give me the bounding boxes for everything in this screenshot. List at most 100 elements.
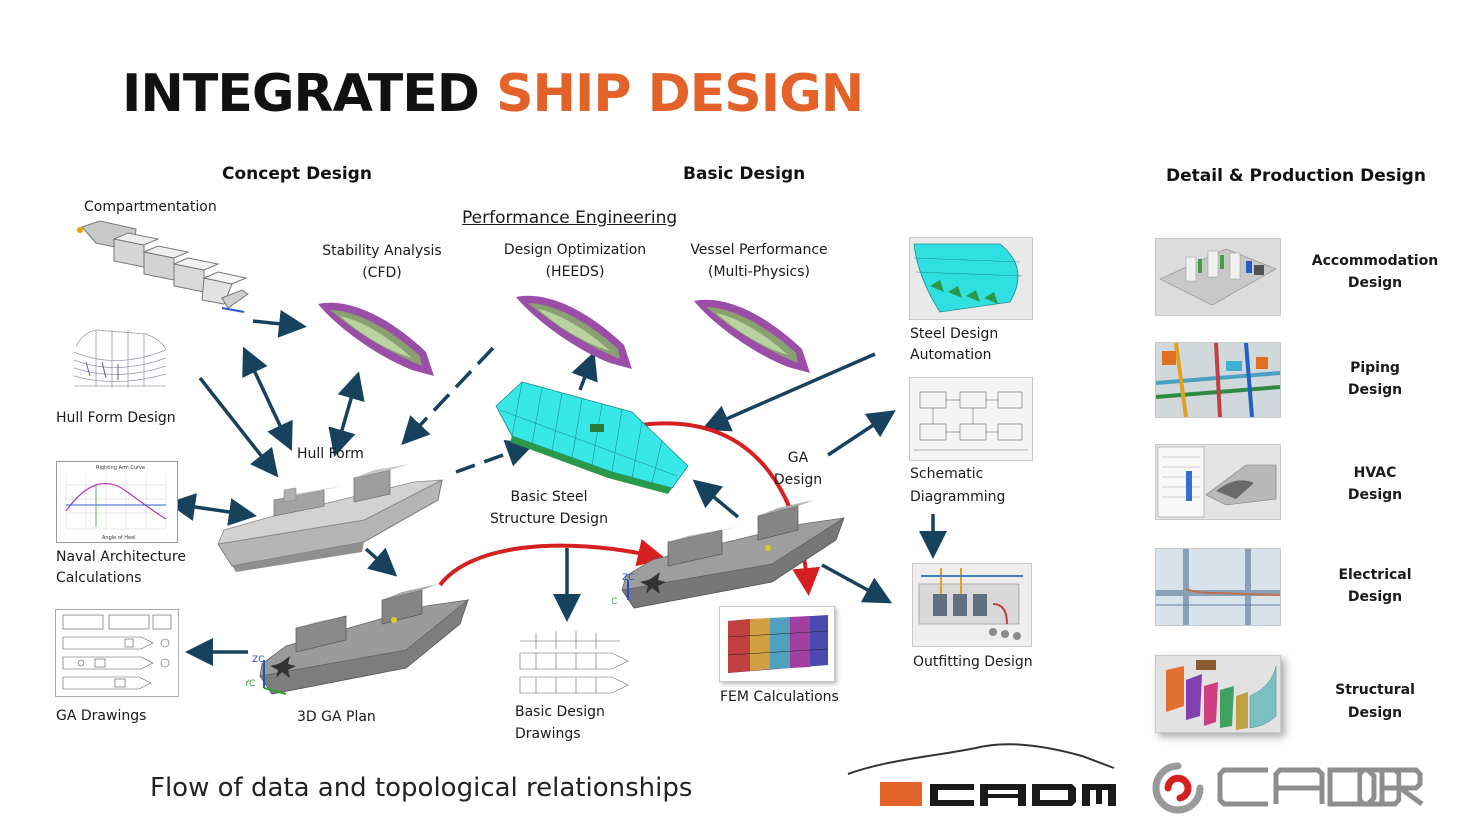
detail-hvac-line-2: Design: [1347, 487, 1403, 503]
basic-design-header: Basic Design: [683, 164, 806, 184]
detail-label-piping: Piping Design: [1304, 357, 1446, 401]
schematic-diagramming-image: [909, 377, 1033, 461]
svg-text:ZC: ZC: [252, 655, 264, 665]
cador-logo: [1152, 762, 1424, 814]
righting-arm-chart-title: Righting Arm Curve: [96, 465, 145, 471]
optimization-line-2: (HEEDS): [545, 264, 605, 280]
schematic-line-2: Diagramming: [910, 489, 1006, 505]
vessel-line-1: Vessel Performance: [690, 242, 828, 258]
ga-design-line-1: GA: [787, 450, 809, 466]
naval-architecture-line-1: Naval Architecture: [56, 549, 186, 565]
cfd-hull-image: [318, 302, 434, 376]
detail-accommodation-line-2: Design: [1347, 275, 1403, 291]
arrow-navalarch-hullform: [167, 493, 257, 526]
arrow-steelauto-steel: [701, 352, 876, 432]
arrow-hullform-steel: [455, 439, 535, 474]
detail-piping-line-1: Piping: [1350, 360, 1400, 376]
page-title: INTEGRATED SHIP DESIGN: [122, 64, 864, 124]
detail-structural-line-2: Design: [1347, 705, 1403, 721]
arrow-compartment-to-cfd: [252, 309, 307, 338]
steel-auto-line-2: Automation: [910, 347, 992, 363]
hull-form-lines-image: [73, 329, 167, 388]
stability-line-1: Stability Analysis: [322, 243, 442, 259]
basic-drawings-line-2: Drawings: [515, 726, 581, 742]
vessel-performance-label: Vessel Performance (Multi-Physics): [684, 239, 834, 283]
basic-steel-line-1: Basic Steel: [510, 489, 588, 505]
piping-design-image: [1155, 342, 1281, 418]
optimization-line-1: Design Optimization: [503, 242, 647, 258]
cadm-logo: [847, 743, 1116, 806]
svg-text:ZC: ZC: [622, 573, 634, 583]
detail-label-hvac: HVAC Design: [1304, 462, 1446, 506]
title-part-1: INTEGRATED: [122, 64, 480, 124]
arrow-hullformdesign-hullform: [198, 376, 279, 478]
outfitting-design-label: Outfitting Design: [913, 654, 1033, 670]
basic-design-drawings-image: [519, 631, 629, 694]
arrow-hullform-gaplan: [364, 547, 398, 577]
arrow-steel-optimization: [571, 351, 598, 391]
ga-design-line-2: Design: [773, 472, 823, 488]
ga-drawings-image: [55, 609, 179, 697]
fem-calculations-label: FEM Calculations: [720, 689, 839, 705]
arrow-ga-schematic: [827, 410, 896, 457]
svg-text:YC: YC: [246, 679, 255, 689]
basic-design-drawings-label: Basic Design Drawings: [515, 701, 605, 745]
stability-line-2: (CFD): [362, 265, 402, 281]
detail-piping-line-2: Design: [1347, 382, 1403, 398]
arrow-hullform-cfd: [328, 371, 365, 458]
design-optimization-label: Design Optimization (HEEDS): [500, 239, 650, 283]
performance-engineering-header: Performance Engineering: [462, 208, 678, 228]
hull-form-design-label: Hull Form Design: [56, 410, 176, 426]
detail-label-structural: Structural Design: [1304, 679, 1446, 725]
hull-form-label: Hull Form: [297, 446, 364, 462]
ga-drawings-label: GA Drawings: [56, 708, 147, 724]
detail-design-header: Detail & Production Design: [1166, 166, 1426, 186]
vessel-line-2: (Multi-Physics): [708, 264, 810, 280]
red-arrow-gaplan-ga: [438, 538, 666, 587]
arrow-ga-outfitting: [821, 563, 893, 604]
naval-architecture-chart-image: Righting Arm Curve Angle of Heel: [56, 461, 178, 543]
detail-electrical-line-1: Electrical: [1338, 567, 1412, 583]
detail-label-accommodation: Accommodation Design: [1304, 250, 1446, 294]
steel-design-automation-image: [909, 237, 1033, 320]
detail-structural-line-1: Structural: [1335, 682, 1415, 698]
arrow-hullform-compartment: [242, 346, 293, 452]
detail-accommodation-line-1: Accommodation: [1311, 253, 1439, 269]
arrow-optimization-hullform: [401, 346, 495, 446]
concept-design-header: Concept Design: [222, 164, 372, 184]
3d-ga-plan-label: 3D GA Plan: [297, 709, 376, 725]
compartmentation-image: [77, 220, 249, 313]
schematic-diagramming-label: Schematic Diagramming: [910, 463, 1005, 509]
basic-drawings-line-1: Basic Design: [515, 704, 605, 720]
arrow-ga-steel: [692, 479, 740, 519]
steel-auto-line-1: Steel Design: [910, 326, 999, 342]
title-part-2: SHIP DESIGN: [496, 64, 864, 124]
hull-form-ship-image: [217, 464, 443, 572]
basic-steel-structure-label: Basic Steel Structure Design: [484, 486, 614, 530]
basic-steel-line-2: Structure Design: [490, 511, 608, 527]
hvac-design-image: [1155, 444, 1281, 520]
steel-design-automation-label: Steel Design Automation: [910, 324, 998, 366]
ga-design-label: GA Design: [764, 447, 832, 491]
detail-label-electrical: Electrical Design: [1304, 564, 1446, 608]
3d-ga-plan-ship-image: ZC YC: [246, 584, 470, 695]
accommodation-design-image: [1155, 238, 1281, 316]
schematic-line-1: Schematic: [910, 466, 984, 482]
angle-of-heel-axis-label: Angle of Heel: [102, 535, 136, 541]
footer-caption: Flow of data and topological relationshi…: [150, 773, 693, 803]
structural-design-image: [1155, 655, 1281, 733]
vessel-performance-hull-image: [694, 299, 810, 373]
basic-steel-structure-image: [495, 381, 689, 494]
fem-calculations-image: [719, 606, 835, 682]
naval-architecture-line-2: Calculations: [56, 570, 142, 586]
optimization-hull-image: [516, 295, 632, 369]
detail-electrical-line-2: Design: [1347, 589, 1403, 605]
svg-text:YC: YC: [612, 597, 617, 607]
electrical-design-image: [1155, 548, 1281, 626]
naval-architecture-label: Naval Architecture Calculations: [56, 547, 186, 589]
stability-analysis-label: Stability Analysis (CFD): [322, 240, 442, 284]
ga-design-ship-image: ZC YC: [612, 500, 845, 609]
detail-hvac-line-1: HVAC: [1353, 465, 1397, 481]
outfitting-design-image: [912, 563, 1032, 647]
compartmentation-label: Compartmentation: [84, 199, 217, 215]
